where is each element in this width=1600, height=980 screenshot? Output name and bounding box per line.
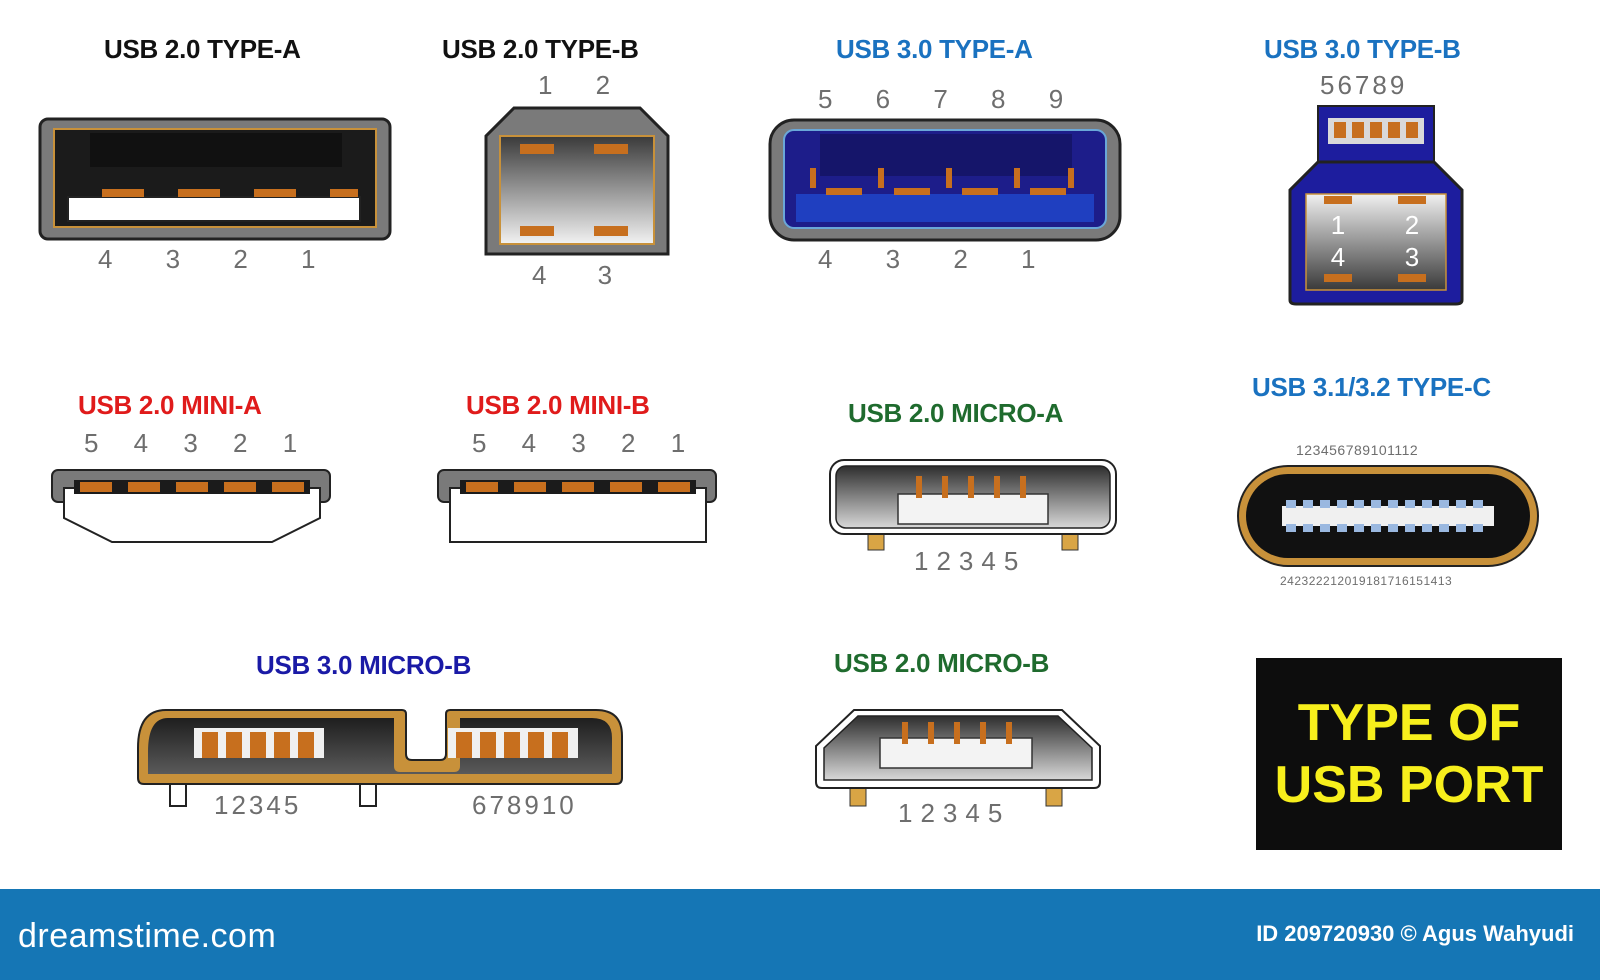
usb3-micro-b-pin-labels-right: 678910	[472, 790, 577, 820]
usb3-type-a-pin-labels-top: 5 6 7 8 9	[818, 84, 1064, 114]
usb2-mini-a-title: USB 2.0 MINI-A	[78, 390, 262, 420]
usb2-type-a-title: USB 2.0 TYPE-A	[104, 34, 301, 64]
usb3-micro-b-pin-labels-left: 12345	[214, 790, 302, 820]
usb3-micro-b-connector	[137, 709, 623, 807]
usb2-type-b-connector	[484, 106, 670, 256]
usb2-type-b-pin-labels-top: 1 2	[538, 70, 611, 100]
usb3-type-b-connector: 1 2 4 3	[1288, 105, 1464, 306]
usb2-mini-b-title: USB 2.0 MINI-B	[466, 390, 650, 420]
usb2-type-a-pin-labels: 4 3 2 1	[98, 244, 316, 274]
usb31-type-c-title: USB 3.1/3.2 TYPE-C	[1252, 372, 1491, 402]
usb31-type-c-pin-labels-bottom: 242322212019181716151413	[1280, 574, 1453, 588]
type-c-contacts	[1286, 500, 1483, 532]
usb2-micro-b-pin-labels: 12345	[898, 798, 1011, 828]
inner-pin-label: 3	[1405, 242, 1419, 272]
pin	[102, 189, 144, 197]
usb2-mini-b-pin-labels: 5 4 3 2 1	[472, 428, 686, 458]
usb3-type-b-title: USB 3.0 TYPE-B	[1264, 34, 1461, 64]
usb2-type-b-pin-labels-bottom: 4 3	[532, 260, 613, 290]
usb31-type-c-pin-labels-top: 123456789101112	[1296, 442, 1419, 458]
type-of-usb-port-badge: TYPE OF USB PORT	[1256, 658, 1562, 850]
dreamstime-logo: dreamstime.com	[18, 917, 277, 955]
usb31-type-c-connector	[1237, 465, 1539, 567]
inner-pin-label: 2	[1405, 210, 1419, 240]
badge-text: TYPE OF USB PORT	[1274, 694, 1544, 814]
usb2-type-a-connector	[38, 117, 392, 241]
footer-bar: dreamstime.com ID 209720930 © Agus Wahyu…	[0, 889, 1600, 980]
usb2-micro-a-pin-labels: 12345	[914, 546, 1027, 576]
usb2-mini-a-pin-labels: 5 4 3 2 1	[84, 428, 298, 458]
usb2-micro-a-connector	[829, 459, 1117, 551]
usb2-type-b-title: USB 2.0 TYPE-B	[442, 34, 639, 64]
inner-pin-label: 1	[1331, 210, 1345, 240]
usb3-micro-b-title: USB 3.0 MICRO-B	[256, 650, 472, 680]
usb2-micro-b-connector	[815, 709, 1101, 807]
usb3-type-a-pin-labels-bottom: 4 3 2 1	[818, 244, 1036, 274]
usb2-mini-a-connector	[51, 469, 331, 543]
image-credit: ID 209720930 © Agus Wahyudi	[1256, 921, 1574, 946]
usb3-type-b-pin-labels-top: 56789	[1320, 70, 1408, 100]
inner-pin-label: 4	[1331, 242, 1345, 272]
usb2-micro-b-title: USB 2.0 MICRO-B	[834, 648, 1050, 678]
usb2-mini-b-connector	[437, 469, 717, 543]
usb3-type-a-title: USB 3.0 TYPE-A	[836, 34, 1033, 64]
usb3-type-a-connector	[768, 118, 1122, 242]
usb2-micro-a-title: USB 2.0 MICRO-A	[848, 398, 1064, 428]
